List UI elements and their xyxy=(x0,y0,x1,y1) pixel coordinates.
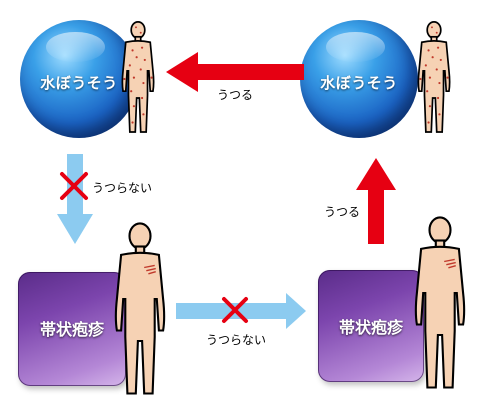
shingles-label-right: 帯状疱疹 xyxy=(338,318,403,337)
arrow-transmits-top xyxy=(166,52,304,92)
shingles-box-left: 帯状疱疹 xyxy=(18,272,126,386)
edge-label-left: うつらない xyxy=(92,181,153,195)
edge-label-top: うつる xyxy=(217,88,254,102)
varicella-label-left: 水ぼうそう xyxy=(40,73,118,92)
person-with-rash-right xyxy=(417,20,451,133)
person-with-shingles-left xyxy=(114,222,166,395)
varicella-sphere-left: 水ぼうそう xyxy=(20,20,138,138)
edge-label-bottom: うつらない xyxy=(206,333,267,347)
person-with-shingles-right xyxy=(414,216,466,389)
varicella-sphere-right: 水ぼうそう xyxy=(300,20,418,138)
arrow-transmits-right xyxy=(356,158,396,244)
shingles-box-right: 帯状疱疹 xyxy=(318,270,424,382)
arrow-not-transmits-bottom xyxy=(176,293,306,329)
person-with-rash-left xyxy=(121,20,155,133)
cross-mark-left-icon xyxy=(60,172,88,200)
edge-label-right: うつる xyxy=(324,205,361,219)
shingles-label-left: 帯状疱疹 xyxy=(39,320,104,339)
varicella-label-right: 水ぼうそう xyxy=(320,73,398,92)
cross-mark-bottom-icon xyxy=(222,297,248,323)
